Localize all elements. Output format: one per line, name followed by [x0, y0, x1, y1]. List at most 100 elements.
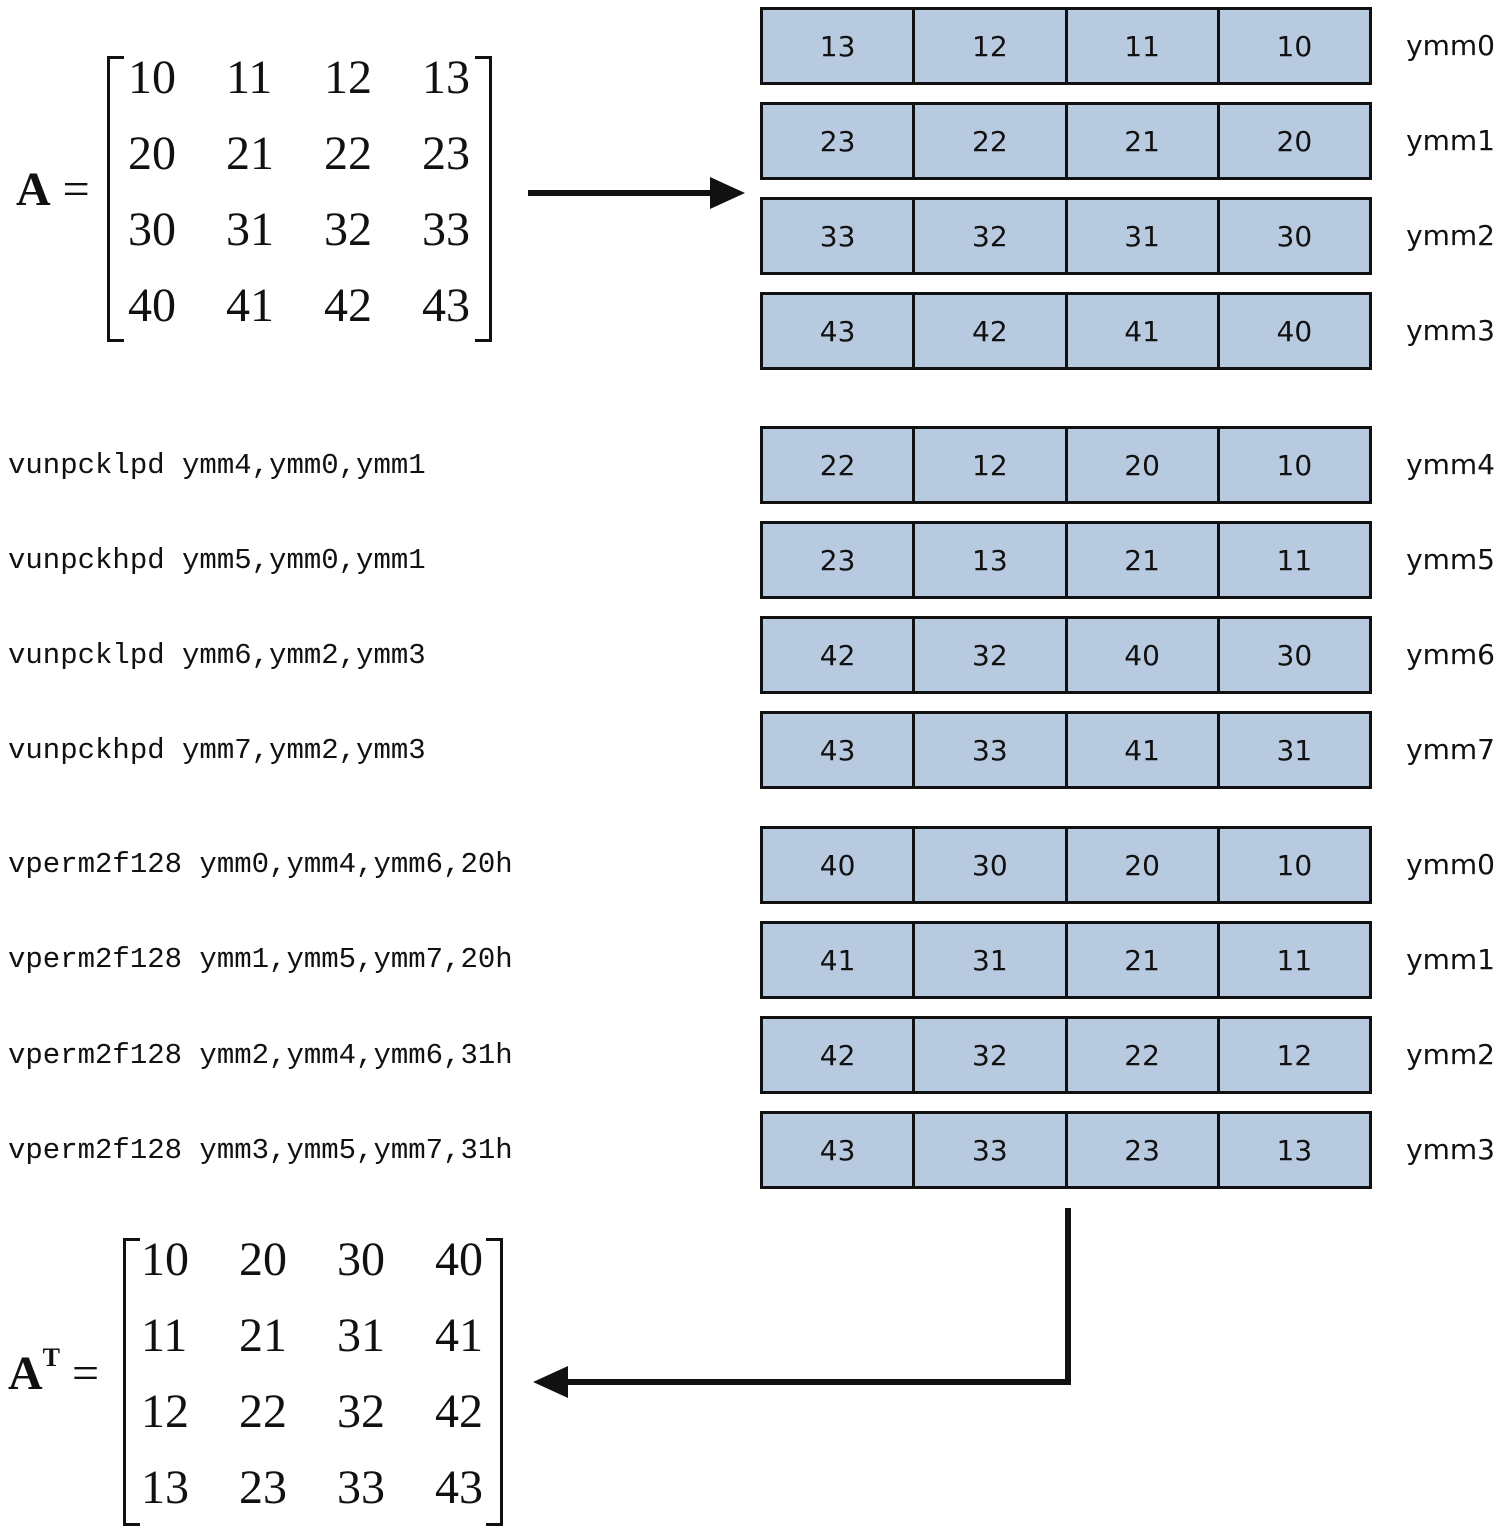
- register-cell: 11: [1064, 10, 1217, 82]
- register-cell: 10: [1216, 10, 1369, 82]
- matrix-at-right-bracket: [486, 1238, 503, 1526]
- register-cell: 13: [819, 29, 856, 63]
- register-name: ymm0: [1406, 848, 1495, 881]
- matrix-at-label: AT =: [8, 1343, 100, 1400]
- register-cell: 10: [1216, 829, 1369, 901]
- register-cell: 13: [912, 524, 1064, 596]
- register-name: ymm3: [1406, 314, 1495, 347]
- register-cell: 31: [912, 924, 1064, 996]
- instruction-line: vunpckhpd ymm7,ymm2,ymm3: [8, 734, 426, 767]
- matrix-a-cell: 23: [422, 127, 470, 180]
- matrix-at-cell: 12: [141, 1385, 189, 1438]
- register-name: ymm0: [1406, 29, 1495, 62]
- instruction-line: vperm2f128 ymm2,ymm4,ymm6,31h: [8, 1039, 513, 1072]
- register-cell: 30: [912, 829, 1064, 901]
- matrix-at-row: 12 22 32 42: [141, 1374, 533, 1450]
- matrix-at-cell: 13: [141, 1461, 189, 1514]
- instruction-line: vunpckhpd ymm5,ymm0,ymm1: [8, 544, 426, 577]
- matrix-at-cell: 22: [239, 1385, 287, 1438]
- matrix-a-cell: 22: [324, 127, 372, 180]
- matrix-a-right-bracket: [475, 56, 492, 342]
- matrix-at-cell: 40: [435, 1233, 483, 1286]
- matrix-a-cell: 21: [226, 127, 274, 180]
- register-cell: 12: [912, 429, 1064, 501]
- matrix-at-cell: 41: [435, 1309, 483, 1362]
- register-cell: 33: [912, 1114, 1064, 1186]
- register-cell: 11: [1216, 924, 1369, 996]
- register-cell: 43: [819, 314, 856, 348]
- register-name: ymm6: [1406, 638, 1495, 671]
- matrix-at-cell: 33: [337, 1461, 385, 1514]
- register-cell: 21: [1064, 924, 1217, 996]
- register-cell: 22: [1064, 1019, 1217, 1091]
- matrix-a-cell: 33: [422, 203, 470, 256]
- register-cell: 23: [819, 124, 856, 158]
- register-name: ymm3: [1406, 1133, 1495, 1166]
- register-name: ymm2: [1406, 219, 1495, 252]
- register-cell: 42: [912, 295, 1064, 367]
- register-cell: 33: [819, 219, 856, 253]
- register-cell: 20: [1064, 829, 1217, 901]
- matrix-at-cell: 11: [141, 1309, 188, 1362]
- register-cell: 22: [819, 448, 856, 482]
- matrix-at-cell: 32: [337, 1385, 385, 1438]
- register-cell: 23: [1064, 1114, 1217, 1186]
- matrix-a-label: A =: [16, 163, 90, 216]
- matrix-at-cell: 10: [141, 1233, 189, 1286]
- register-cell: 41: [819, 943, 856, 977]
- register-cell: 30: [1216, 200, 1369, 272]
- matrix-a-row: 20 21 22 23: [128, 116, 520, 192]
- matrix-a-row: 10 11 12 13: [128, 40, 520, 116]
- matrix-a-cell: 10: [128, 51, 176, 104]
- register-cell: 43: [819, 733, 856, 767]
- register-cell: 40: [1216, 295, 1369, 367]
- register-cell: 12: [912, 10, 1064, 82]
- register-cell: 31: [1064, 200, 1217, 272]
- instruction-line: vunpcklpd ymm6,ymm2,ymm3: [8, 639, 426, 672]
- register-cell: 41: [1064, 295, 1217, 367]
- matrix-a-cell: 31: [226, 203, 274, 256]
- matrix-at-cell: 31: [337, 1309, 385, 1362]
- matrix-a-cell: 20: [128, 127, 176, 180]
- register-cell: 21: [1064, 524, 1217, 596]
- matrix-a-cell: 11: [226, 51, 273, 104]
- register-cell: 23: [819, 543, 856, 577]
- register-name: ymm1: [1406, 124, 1495, 157]
- matrix-at-left-bracket: [123, 1238, 140, 1526]
- load-arrow-head: [710, 177, 745, 209]
- register-cell: 11: [1216, 524, 1369, 596]
- matrix-a-cell: 13: [422, 51, 470, 104]
- matrix-a-cell: 12: [324, 51, 372, 104]
- register-name: ymm7: [1406, 733, 1495, 766]
- matrix-a-cell: 30: [128, 203, 176, 256]
- matrix-at-cell: 43: [435, 1461, 483, 1514]
- matrix-a-cell: 42: [324, 279, 372, 332]
- register-cell: 32: [912, 1019, 1064, 1091]
- register-cell: 13: [1216, 1114, 1369, 1186]
- register-name: ymm4: [1406, 448, 1495, 481]
- matrix-at-cell: 23: [239, 1461, 287, 1514]
- instruction-line: vperm2f128 ymm3,ymm5,ymm7,31h: [8, 1134, 513, 1167]
- register-cell: 32: [912, 200, 1064, 272]
- register-cell: 41: [1064, 714, 1217, 786]
- register-cell: 42: [819, 1038, 856, 1072]
- matrix-at-cell: 42: [435, 1385, 483, 1438]
- register-cell: 21: [1064, 105, 1217, 177]
- register-cell: 20: [1064, 429, 1217, 501]
- matrix-a-cell: 43: [422, 279, 470, 332]
- register-cell: 12: [1216, 1019, 1369, 1091]
